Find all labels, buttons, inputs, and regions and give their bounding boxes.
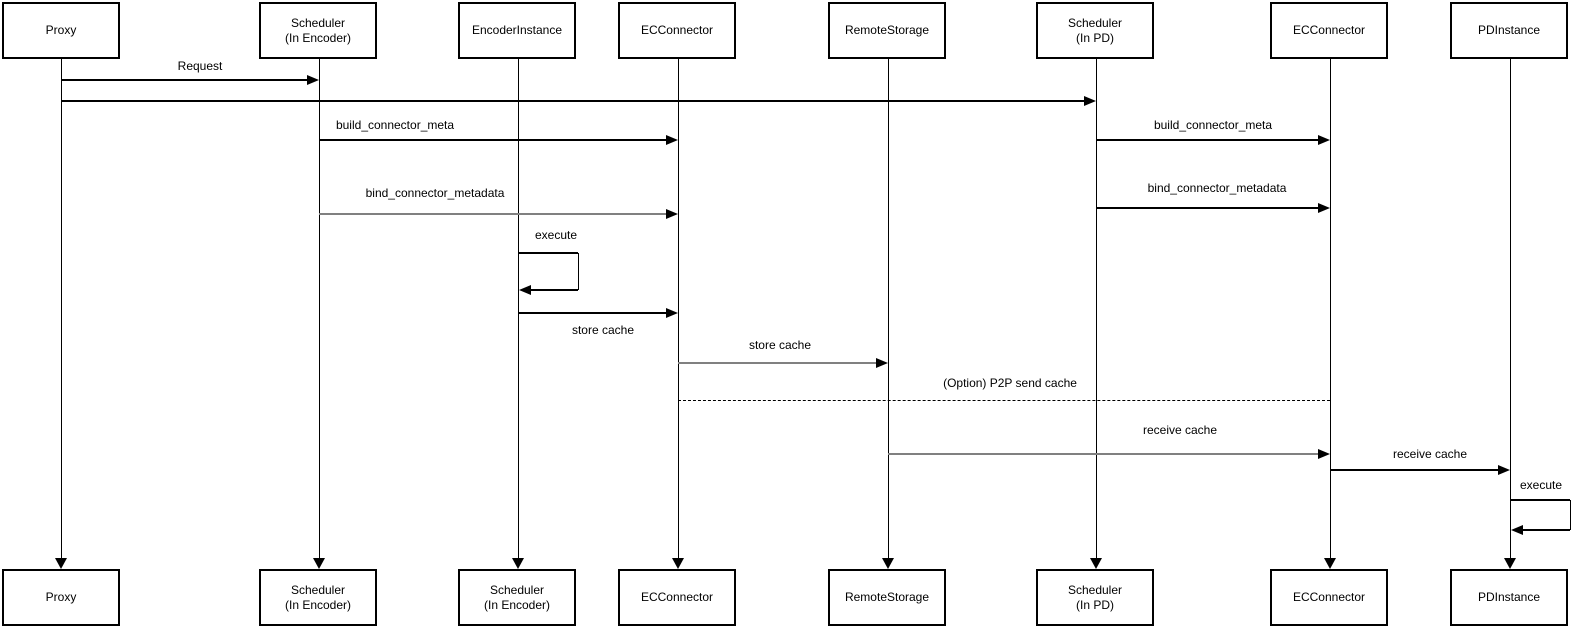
message-label-store-cache-remote: store cache [746,338,814,352]
message-label-build-connector-meta-pd: build_connector_meta [1151,118,1275,132]
self-message-bottom-execute-pd [1522,529,1570,531]
message-arrowhead-store-cache-remote [876,358,888,368]
actor-box-bottom-ec-connector-pd: ECConnector [1270,569,1388,626]
self-message-side-execute-pd [1570,500,1571,530]
actor-box-bottom-scheduler-in-encoder: Scheduler (In Encoder) [259,569,377,626]
self-message-label-execute-encoder: execute [532,228,580,242]
self-message-arrowhead-execute-pd [1511,525,1523,535]
message-arrowhead-bind-connector-metadata-encoder [666,209,678,219]
lifeline-ec-connector-pd [1330,59,1331,560]
self-message-bottom-execute-encoder [530,289,578,291]
lifeline-arrowhead-scheduler-in-encoder [313,558,325,569]
message-line-request [61,79,307,81]
actor-box-bottom-remote-storage: RemoteStorage [828,569,946,626]
lifeline-arrowhead-encoder-instance [512,558,524,569]
message-line-receive-cache-ec [888,453,1318,455]
self-message-arrowhead-execute-encoder [519,285,531,295]
message-line-build-connector-meta-encoder [319,139,666,141]
actor-box-bottom-proxy: Proxy [2,569,120,626]
message-line-encoder-store-cache [518,312,666,314]
actor-box-bottom-pd-instance: PDInstance [1450,569,1568,626]
lifeline-scheduler-in-encoder [319,59,320,560]
message-label-receive-cache-ec: receive cache [1140,423,1220,437]
lifeline-proxy [61,59,62,560]
lifeline-arrowhead-scheduler-in-pd [1090,558,1102,569]
lifeline-pd-instance [1510,59,1511,560]
lifeline-ec-connector-encoder [678,59,679,560]
message-label-encoder-store-cache: store cache [569,323,637,337]
message-arrowhead-request [307,75,319,85]
message-label-bind-connector-metadata-pd: bind_connector_metadata [1145,181,1289,195]
message-arrowhead-receive-cache-ec [1318,449,1330,459]
message-line-bind-connector-metadata-encoder [319,213,666,215]
message-label-p2p-send-cache: (Option) P2P send cache [941,376,1079,390]
actor-box-top-scheduler-in-pd: Scheduler (In PD) [1036,2,1154,59]
actor-box-bottom-ec-connector-encoder: ECConnector [618,569,736,626]
actor-box-top-proxy: Proxy [2,2,120,59]
lifeline-remote-storage [888,59,889,560]
actor-box-bottom-encoder-instance: Scheduler (In Encoder) [458,569,576,626]
message-label-build-connector-meta-encoder: build_connector_meta [333,118,457,132]
lifeline-arrowhead-ec-connector-pd [1324,558,1336,569]
message-label-request: Request [175,59,225,73]
actor-box-top-ec-connector-pd: ECConnector [1270,2,1388,59]
message-line-proxy-to-scheduler-pd [61,100,1084,102]
self-message-label-execute-pd: execute [1517,478,1565,492]
lifeline-arrowhead-pd-instance [1504,558,1516,569]
message-label-receive-cache-pd: receive cache [1390,447,1470,461]
actor-box-top-encoder-instance: EncoderInstance [458,2,576,59]
lifeline-encoder-instance [518,59,519,560]
self-message-top-execute-pd [1510,499,1570,501]
actor-box-top-scheduler-in-encoder: Scheduler (In Encoder) [259,2,377,59]
message-line-store-cache-remote [678,362,876,364]
actor-box-bottom-scheduler-in-pd: Scheduler (In PD) [1036,569,1154,626]
actor-box-top-ec-connector-encoder: ECConnector [618,2,736,59]
self-message-side-execute-encoder [578,253,579,290]
lifeline-arrowhead-proxy [55,558,67,569]
message-arrowhead-build-connector-meta-pd [1318,135,1330,145]
message-line-receive-cache-pd [1330,469,1498,471]
message-arrowhead-encoder-store-cache [666,308,678,318]
lifeline-scheduler-in-pd [1096,59,1097,560]
message-line-build-connector-meta-pd [1096,139,1318,141]
lifeline-arrowhead-ec-connector-encoder [672,558,684,569]
message-label-bind-connector-metadata-encoder: bind_connector_metadata [363,186,507,200]
message-line-bind-connector-metadata-pd [1096,207,1318,209]
actor-box-top-remote-storage: RemoteStorage [828,2,946,59]
message-arrowhead-bind-connector-metadata-pd [1318,203,1330,213]
message-arrowhead-proxy-to-scheduler-pd [1084,96,1096,106]
actor-box-top-pd-instance: PDInstance [1450,2,1568,59]
message-arrowhead-build-connector-meta-encoder [666,135,678,145]
message-line-p2p-send-cache [678,400,1330,401]
message-arrowhead-receive-cache-pd [1498,465,1510,475]
lifeline-arrowhead-remote-storage [882,558,894,569]
self-message-top-execute-encoder [518,252,578,254]
